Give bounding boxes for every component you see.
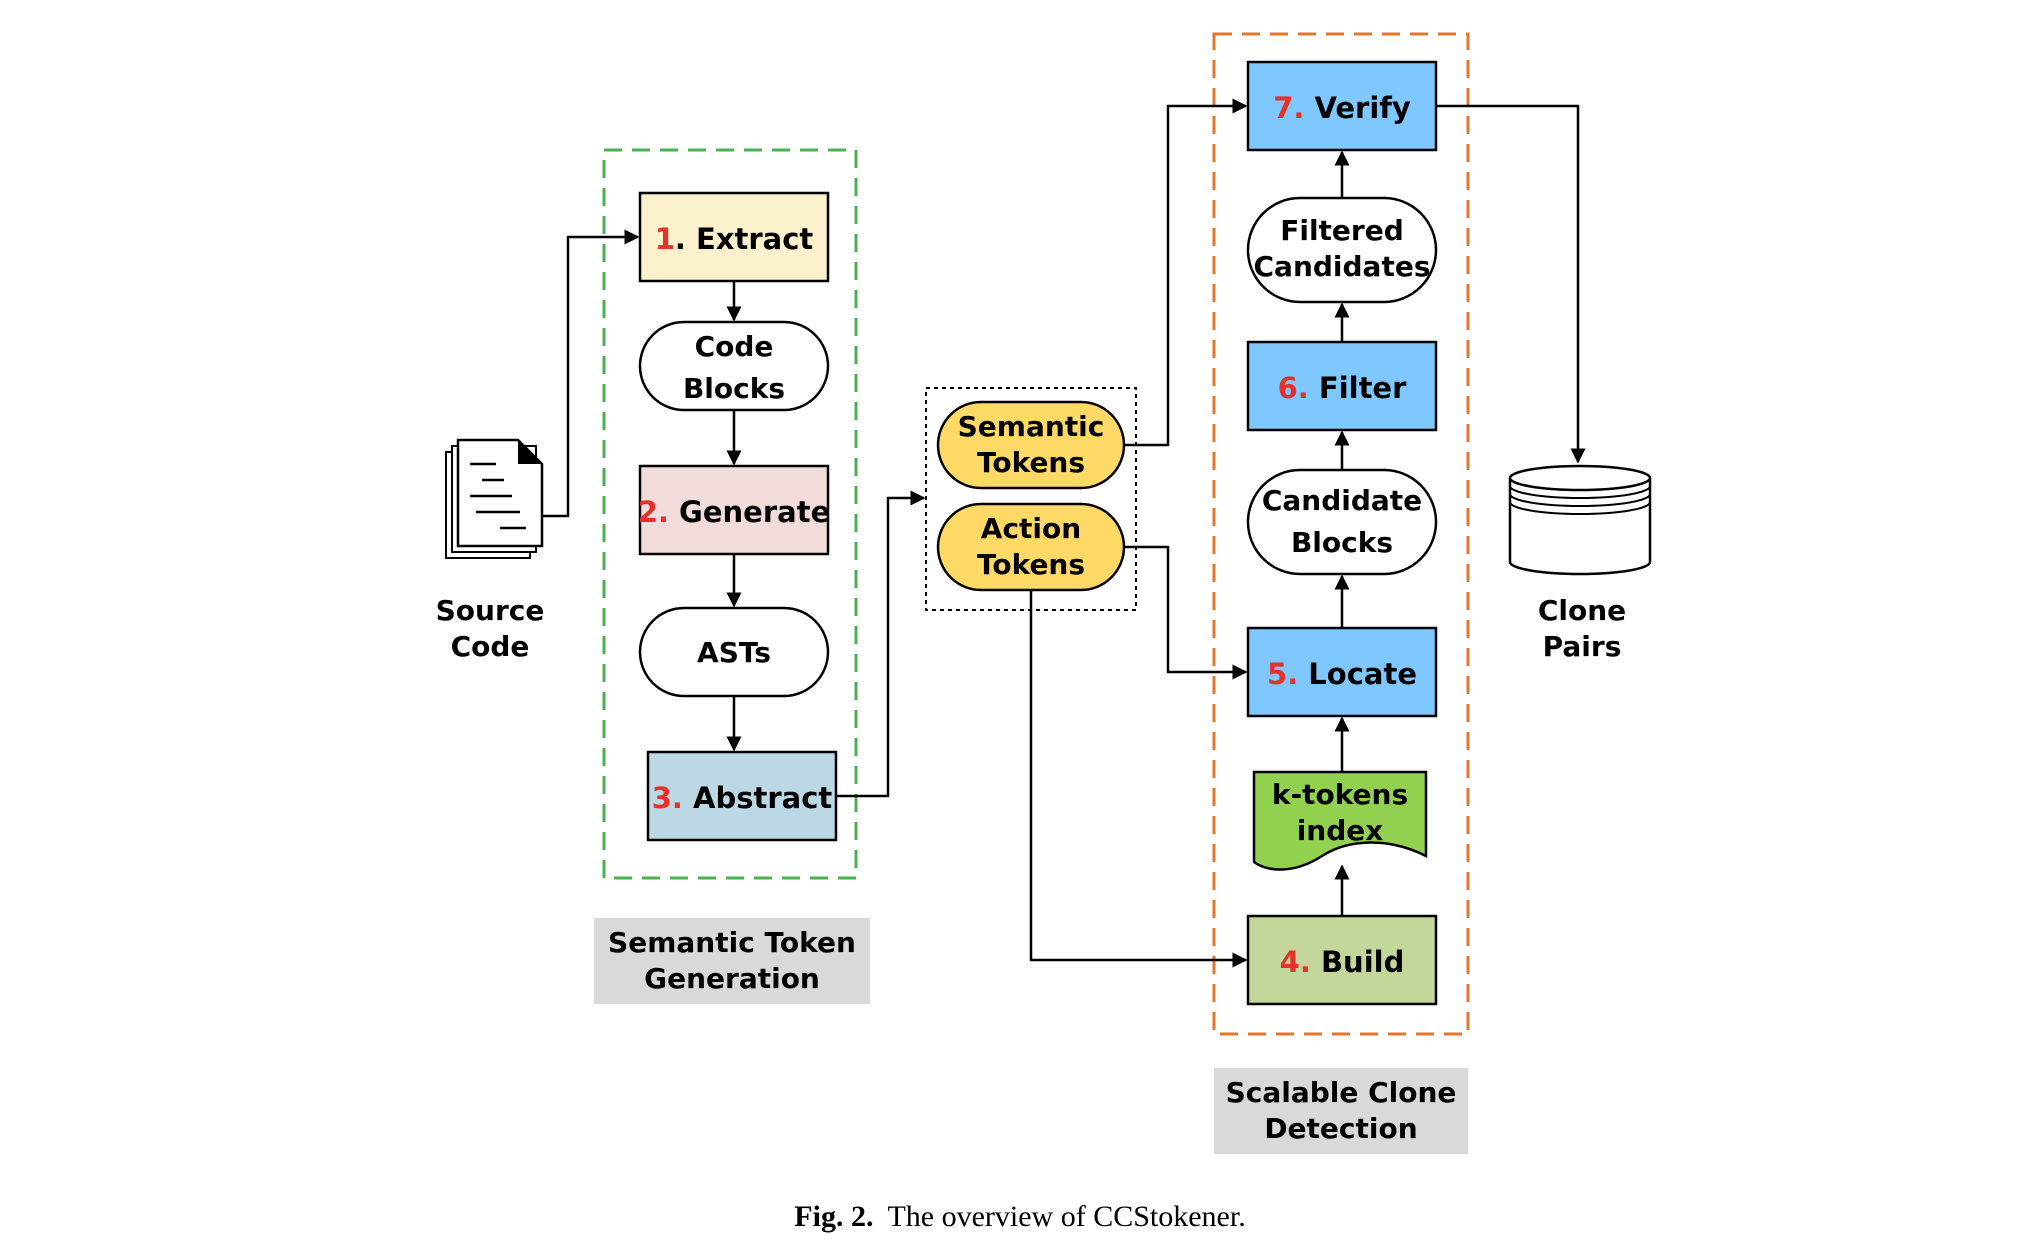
edge-action-to-build bbox=[1029, 590, 1248, 968]
locate-label: 5. Locate bbox=[1267, 657, 1417, 691]
stage2-title-line1: Scalable Clone bbox=[1226, 1076, 1457, 1109]
semantic-tokens-line2: Tokens bbox=[977, 446, 1085, 479]
stage1-title-line2: Generation bbox=[644, 962, 820, 995]
stage2-container bbox=[1212, 32, 1470, 1036]
edge-verify-to-clonepairs bbox=[1436, 104, 1586, 464]
edge-abstract-to-tokens bbox=[836, 490, 926, 798]
edge-action-to-locate bbox=[1124, 545, 1248, 680]
abstract-step bbox=[646, 750, 838, 842]
generate-label: 2. Generate bbox=[638, 495, 831, 529]
edge-semantic-to-verify bbox=[1124, 98, 1248, 447]
k-tokens-index-line1: k-tokens bbox=[1272, 778, 1408, 811]
document-icon bbox=[445, 438, 544, 559]
locate-step bbox=[1246, 626, 1438, 718]
candidate-blocks-line2: Blocks bbox=[1291, 526, 1393, 559]
build-label: 4. Build bbox=[1280, 945, 1405, 979]
stage2-title-bg bbox=[1214, 1068, 1468, 1154]
verify-label: 7. Verify bbox=[1273, 91, 1411, 125]
clone-pairs-line1: Clone bbox=[1538, 594, 1626, 627]
database-icon bbox=[1508, 464, 1652, 576]
candidate-blocks-line1: Candidate bbox=[1262, 484, 1422, 517]
source-code-label-line1: Source bbox=[436, 594, 545, 627]
k-tokens-index-node bbox=[1252, 770, 1428, 871]
filtered-candidates-line2: Candidates bbox=[1254, 250, 1431, 283]
stage1-title-line1: Semantic Token bbox=[608, 926, 856, 959]
stage1-title-bg bbox=[594, 918, 870, 1004]
filter-label: 6. Filter bbox=[1278, 371, 1408, 405]
filtered-candidates-line1: Filtered bbox=[1280, 214, 1404, 247]
asts-label: ASTs bbox=[697, 636, 771, 669]
stage1-container bbox=[602, 148, 858, 880]
generate-step bbox=[638, 464, 830, 556]
action-tokens-line2: Tokens bbox=[977, 548, 1085, 581]
code-blocks-line1: Code bbox=[695, 330, 774, 363]
abstract-label: 3. Abstract bbox=[652, 781, 833, 815]
action-tokens-line1: Action bbox=[981, 512, 1081, 545]
k-tokens-index-line2: index bbox=[1297, 814, 1384, 847]
stage2-title-line2: Detection bbox=[1264, 1112, 1417, 1145]
semantic-tokens-line1: Semantic bbox=[958, 410, 1105, 443]
figure-caption: Fig. 2.The overview of CCStokener. bbox=[794, 1200, 1245, 1233]
verify-step bbox=[1246, 60, 1438, 152]
edge-source-to-extract bbox=[542, 229, 640, 518]
clone-pairs-line2: Pairs bbox=[1543, 630, 1622, 663]
code-blocks-line2: Blocks bbox=[683, 372, 785, 405]
source-code-label-line2: Code bbox=[451, 630, 530, 663]
extract-label: 1. Extract bbox=[655, 222, 814, 256]
extract-step bbox=[638, 191, 830, 283]
